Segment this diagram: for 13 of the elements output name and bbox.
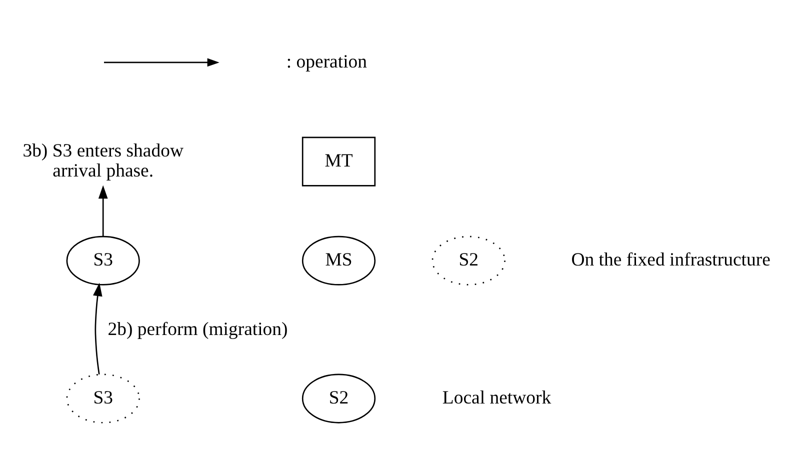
arrow [98, 184, 108, 236]
node-box: MT [302, 136, 376, 186]
node-ellipse: MS [302, 235, 376, 285]
label: On the fixed infrastructure [571, 249, 770, 270]
node-ellipse: S3 [66, 373, 140, 423]
legend-label: : operation [286, 50, 368, 72]
node-text: 3b) S3 enters shadow arrival phase. [22, 140, 184, 182]
edge-label: 2b) perform (migration) [108, 318, 288, 340]
label: Local network [442, 386, 552, 408]
node-ellipse: S2 [302, 373, 376, 423]
node-ellipse: S2 [432, 235, 506, 285]
arrow [93, 282, 102, 374]
node-ellipse: S3 [66, 235, 140, 285]
